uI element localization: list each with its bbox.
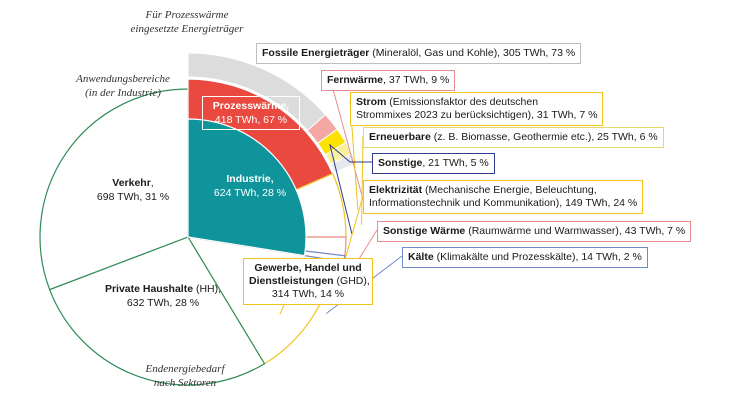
label-elektrizitaet-name: Elektrizität [369,184,423,196]
label-erneuerbare: Erneuerbare (z. B. Biomasse, Geothermie … [363,127,664,148]
leader-sonstige [329,143,372,235]
label-erneuerbare-value: (z. B. Biomasse, Geothermie etc.), 25 TW… [430,131,658,143]
label-kaelte-name: Kälte [408,251,434,263]
caption-inner-line2: (in der Industrie) [85,87,161,99]
sector-verkehr [39,88,189,291]
label-sonstige: Sonstige, 21 TWh, 5 % [372,153,495,174]
label-sonstige-value: , 21 TWh, 5 % [422,157,489,169]
label-verkehr: Verkehr, 698 TWh, 31 % [78,176,188,204]
label-strom-value: Strommixes 2023 zu berücksichtigen), 31 … [356,109,598,121]
caption-bottom: Endenergiebedarf nach Sektoren [120,362,250,390]
label-industrie: Industrie, 624 TWh, 28 % [195,172,305,200]
label-elektrizitaet-note: (Mechanische Energie, Beleuchtung, [422,184,597,196]
sector-haushalte [48,236,266,386]
label-ghd-abbr: (GHD), [333,275,370,287]
carrier-sonstige [329,152,358,174]
caption-outer-line1: Für Prozesswärme [145,9,229,21]
label-kaelte: Kälte (Klimakälte und Prozesskälte), 14 … [402,247,648,268]
label-fernwaerme: Fernwärme, 37 TWh, 9 % [321,70,456,91]
leader-fernwaerme [329,77,364,200]
label-verkehr-name: Verkehr [112,177,151,189]
label-ghd-value: 314 TWh, 14 % [271,288,345,300]
caption-inner-line1: Anwendungsbereiche [76,73,170,85]
label-fossile: Fossile Energieträger (Mineralöl, Gas un… [256,43,582,64]
label-strom-note: (Emissionsfaktor des deutschen [386,96,539,108]
label-haushalte-value: 632 TWh, 28 % [126,297,200,309]
label-haushalte-abbr: (HH), [193,283,222,295]
label-ghd: Gewerbe, Handel und Dienstleistungen (GH… [243,258,373,305]
label-sonstigewaerme: Sonstige Wärme (Raumwärme und Warmwasser… [377,221,692,242]
label-fossile-name: Fossile Energieträger [262,47,370,59]
label-sonstigewaerme-value: (Raumwärme und Warmwasser), 43 TWh, 7 % [465,225,686,237]
label-prozesswaerme-name: Prozesswärme, [212,100,290,112]
label-kaelte-value: (Klimakälte und Prozesskälte), 14 TWh, 2… [433,251,642,263]
sector-industrie [187,118,307,257]
label-elektrizitaet: Elektrizität (Mechanische Energie, Beleu… [363,180,644,214]
label-fossile-value: (Mineralöl, Gas und Kohle), 305 TWh, 73 … [369,47,576,59]
leader-erneuerbare [361,135,364,225]
label-fernwaerme-name: Fernwärme [327,74,384,86]
label-prozesswaerme-value: 418 TWh, 67 % [214,114,288,126]
label-verkehr-value: 698 TWh, 31 % [96,191,170,203]
label-industrie-name: Industrie, [226,173,274,185]
label-prozesswaerme: Prozesswärme, 418 TWh, 67 % [202,96,300,130]
caption-bottom-line2: nach Sektoren [153,377,217,389]
caption-outer: Für Prozesswärme eingesetzte Energieträg… [122,8,252,36]
label-strom: Strom (Emissionsfaktor des deutschen Str… [350,92,604,126]
caption-inner: Anwendungsbereiche (in der Industrie) [58,72,188,100]
caption-outer-line2: eingesetzte Energieträger [130,23,244,35]
label-ghd-name2: Dienstleistungen [249,275,334,287]
label-sonstigewaerme-name: Sonstige Wärme [383,225,466,237]
label-haushalte: Private Haushalte (HH), 632 TWh, 28 % [88,282,238,310]
label-elektrizitaet-value: Informationstechnik und Kommunikation), … [369,197,638,209]
label-sonstige-name: Sonstige [378,157,423,169]
label-fernwaerme-value: , 37 TWh, 9 % [383,74,450,86]
leader-elektrizitaet [343,195,364,265]
label-strom-name: Strom [356,96,387,108]
label-industrie-value: 624 TWh, 28 % [213,187,287,199]
label-ghd-name1: Gewerbe, Handel und [254,262,362,274]
label-erneuerbare-name: Erneuerbare [369,131,431,143]
label-haushalte-name: Private Haushalte [104,283,194,295]
caption-bottom-line1: Endenergiebedarf [145,363,225,375]
